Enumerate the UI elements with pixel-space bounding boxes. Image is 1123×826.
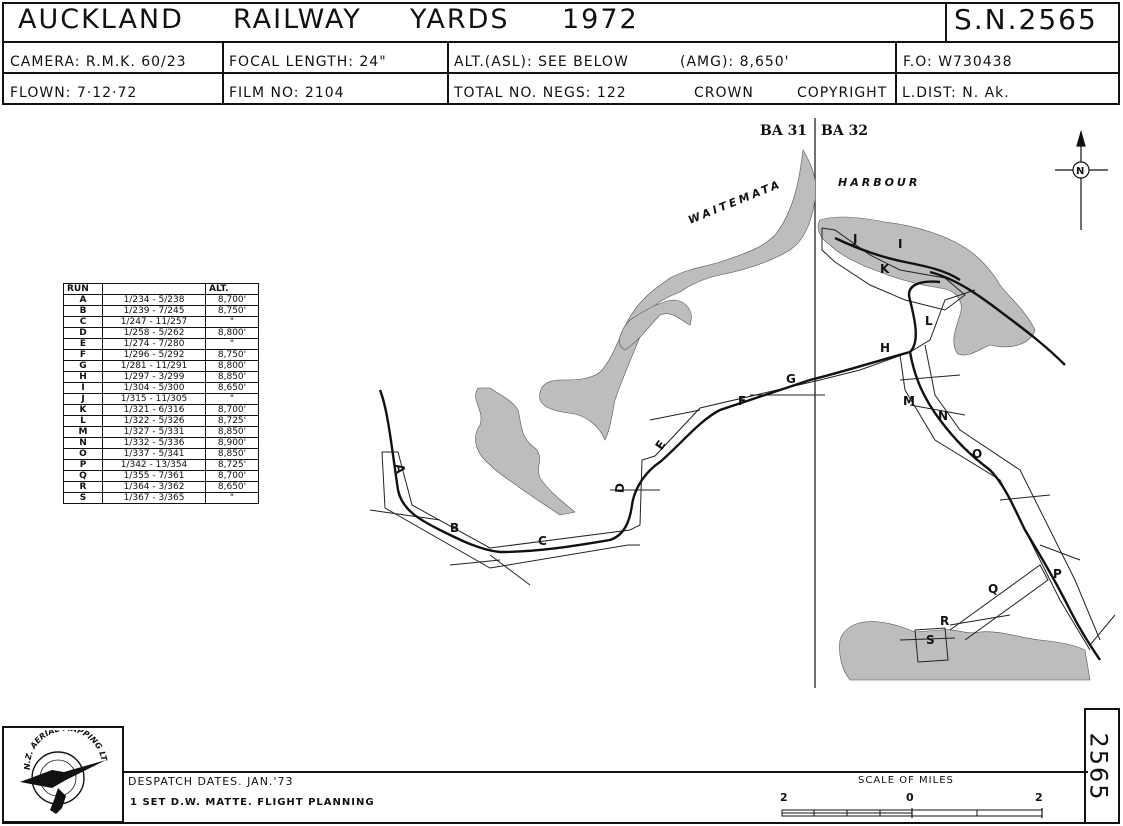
run-alt-cell: 8,850' xyxy=(205,371,259,383)
run-letter-a: A xyxy=(392,463,408,475)
railway-east xyxy=(908,351,1101,661)
north-symbol: N xyxy=(1076,166,1084,177)
flight-map: BA 31 BA 32 WAITEMATA HARBOUR xyxy=(369,118,1116,688)
scale-bar xyxy=(781,808,1043,818)
run-letter-f: F xyxy=(738,394,746,408)
despatch-dates: DESPATCH DATES. JAN.'73 xyxy=(128,775,294,788)
run-letter-h: H xyxy=(880,341,890,355)
sn-divider xyxy=(945,2,947,42)
amg-cell: (AMG): 8,650' xyxy=(680,54,790,70)
set-line: 1 SET D.W. MATTE. FLIGHT PLANNING xyxy=(130,797,375,808)
railway-yard-loop xyxy=(834,236,961,282)
vertical-number-text: 2565 xyxy=(1085,732,1114,802)
run-letter-l: L xyxy=(925,314,933,328)
water-label-waitemata: WAITEMATA xyxy=(686,177,784,226)
run-letter-q: Q xyxy=(988,582,998,596)
run-letter-n: N xyxy=(938,409,948,423)
header-frame xyxy=(2,2,1120,105)
railway-west xyxy=(378,280,941,554)
run-letter-m: M xyxy=(903,394,915,408)
run-letter-d: D xyxy=(613,482,628,493)
strip-east xyxy=(899,354,1091,651)
strip-west-outer xyxy=(381,451,640,569)
film-no-cell: FILM NO: 2104 xyxy=(229,85,345,101)
title-word-year: 1972 xyxy=(562,4,639,35)
water-main-arm xyxy=(539,149,817,441)
strip-q xyxy=(949,564,1049,641)
copyright-cell: COPYRIGHT xyxy=(797,85,888,101)
run-letter-s: S xyxy=(926,633,935,647)
alt-asl-cell: ALT.(ASL): SEE BELOW xyxy=(454,54,629,70)
water-harbour-north xyxy=(817,216,1036,356)
run-letter-b: B xyxy=(450,521,459,535)
header-divider-1 xyxy=(2,41,1120,43)
crown-cell: CROWN xyxy=(694,85,754,101)
company-logo-icon: N.Z. AERIAL MAPPING LTD xyxy=(6,730,109,814)
railway-lines xyxy=(378,236,1101,661)
l-dist-cell: L.DIST: N. Ak. xyxy=(902,85,1010,101)
header-divider-2 xyxy=(2,72,1120,74)
scale-title: SCALE OF MILES xyxy=(858,775,954,786)
vertical-number-frame xyxy=(1084,708,1120,824)
col-divider-3 xyxy=(895,41,897,105)
sheet-label-left: BA 31 xyxy=(760,123,807,139)
run-letters: A B C D E F G H I J K L M N O P Q R S xyxy=(392,232,1062,647)
camera-cell: CAMERA: R.M.K. 60/23 xyxy=(10,54,187,70)
strip-s xyxy=(914,627,949,663)
title-word-auckland: AUCKLAND xyxy=(18,4,184,35)
run-frames-cell: 1/367 - 3/365 xyxy=(102,492,206,504)
title-word-railway: RAILWAY xyxy=(233,4,362,35)
water-inlet xyxy=(619,299,692,351)
focal-length-cell: FOCAL LENGTH: 24" xyxy=(229,54,387,70)
flown-cell: FLOWN: 7·12·72 xyxy=(10,85,138,101)
north-arrow-icon xyxy=(1055,129,1108,230)
run-letter-j: J xyxy=(852,232,857,246)
col-divider-1 xyxy=(222,41,224,105)
run-letter-k: K xyxy=(880,262,890,276)
run-letter-c: C xyxy=(538,534,547,548)
run-letter-p: P xyxy=(1053,567,1062,581)
scale-tick-right: 2 xyxy=(1035,791,1044,804)
run-letter-i: I xyxy=(898,237,902,251)
footer-bottom-line xyxy=(2,822,1120,824)
flight-strips xyxy=(381,227,1101,663)
strip-west xyxy=(382,289,976,549)
scale-tick-zero: 0 xyxy=(906,791,915,804)
title-word-yards: YARDS xyxy=(410,4,510,35)
water-harbour-south xyxy=(839,621,1091,681)
run-letter-o: O xyxy=(972,447,982,461)
strip-east-outer xyxy=(924,344,1101,641)
run-letter-r: R xyxy=(940,614,949,628)
run-letter-g: G xyxy=(786,372,796,386)
sheet-number: S.N.2565 xyxy=(954,3,1098,36)
railway-northeast xyxy=(929,270,1066,366)
crossing-lines xyxy=(369,374,1116,646)
scale-tick-left: 2 xyxy=(780,791,789,804)
sheet-label-right: BA 32 xyxy=(821,123,868,139)
run-alt-cell: " xyxy=(205,492,259,504)
water-creek xyxy=(475,387,576,516)
run-letter-e: E xyxy=(653,438,669,453)
footer-top-line xyxy=(122,771,1088,773)
water-label-harbour: HARBOUR xyxy=(838,176,920,189)
vertical-sheet-number: 2565 xyxy=(1084,718,1114,816)
fo-cell: F.O: W730438 xyxy=(903,54,1013,70)
col-divider-2 xyxy=(447,41,449,105)
water-areas xyxy=(475,149,1091,681)
total-negs-cell: TOTAL NO. NEGS: 122 xyxy=(454,85,627,101)
